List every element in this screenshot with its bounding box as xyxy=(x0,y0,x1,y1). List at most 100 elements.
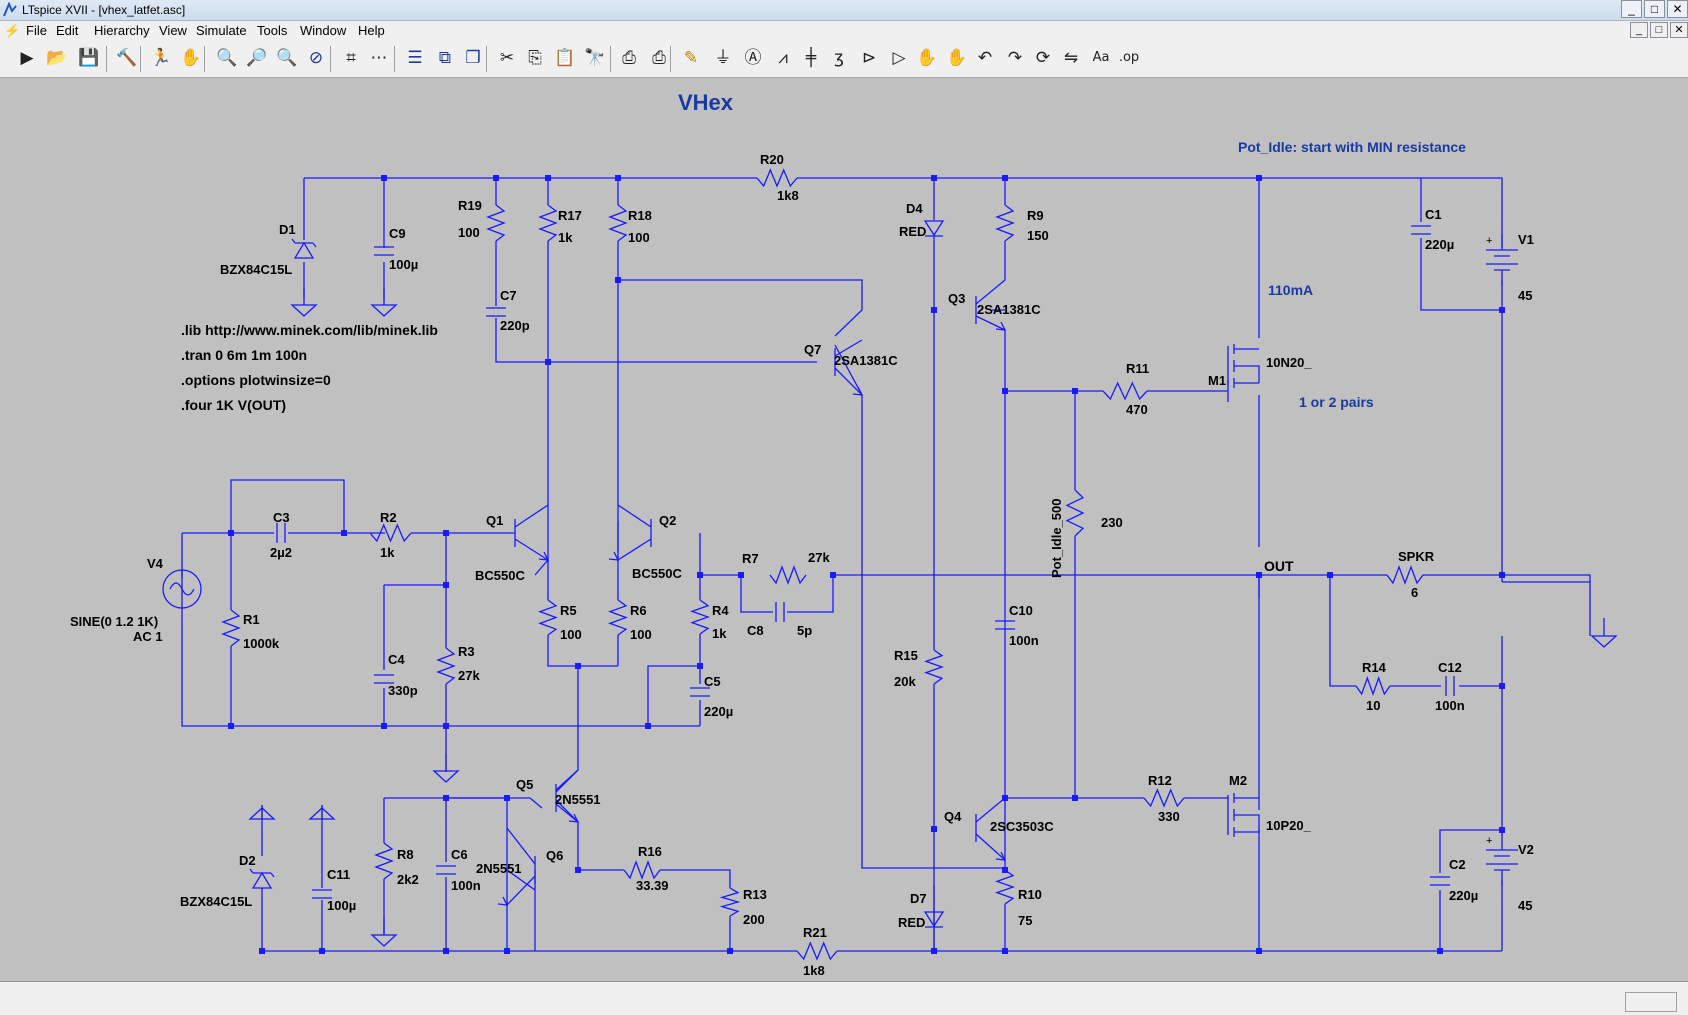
halt-icon[interactable]: 🏃 xyxy=(150,48,172,68)
m2-mosfet[interactable] xyxy=(1227,793,1260,837)
d7-led-diode[interactable] xyxy=(923,911,945,928)
mdi-close-button[interactable]: ✕ xyxy=(1670,22,1688,38)
q4-transistor[interactable] xyxy=(975,797,1007,861)
paste-icon[interactable]: 📋 xyxy=(554,48,576,68)
pot-idle-resistor[interactable] xyxy=(1065,489,1085,537)
print-icon[interactable]: ⎙ xyxy=(622,48,636,68)
c7-capacitor[interactable] xyxy=(486,307,506,317)
q3-transistor[interactable] xyxy=(975,279,1007,331)
resistor-icon[interactable]: ⩘ xyxy=(778,48,788,68)
d1-zener-diode[interactable] xyxy=(291,238,317,259)
v4-sine-source[interactable] xyxy=(162,569,202,609)
r15-resistor[interactable] xyxy=(924,649,944,685)
menu-window[interactable]: Window xyxy=(300,23,347,38)
c11-capacitor[interactable] xyxy=(312,889,332,899)
mirror-icon[interactable]: ⇋ xyxy=(1063,48,1079,68)
tile-horizontal-icon[interactable]: ☰ xyxy=(407,48,423,68)
c12-capacitor[interactable] xyxy=(1445,676,1455,696)
c9-capacitor[interactable] xyxy=(374,246,394,256)
m1-mosfet[interactable] xyxy=(1227,344,1260,388)
r10-resistor[interactable] xyxy=(995,869,1015,905)
q6-transistor[interactable] xyxy=(497,827,536,906)
q1-transistor[interactable] xyxy=(514,504,550,561)
r9-resistor[interactable] xyxy=(995,204,1015,242)
save-icon[interactable]: 💾 xyxy=(78,48,100,68)
r7-resistor[interactable] xyxy=(769,565,807,585)
r8-resistor[interactable] xyxy=(374,842,394,880)
r4-resistor[interactable] xyxy=(690,599,710,635)
q2-transistor[interactable] xyxy=(608,504,652,561)
d4-led-diode[interactable] xyxy=(923,220,945,237)
menu-view[interactable]: View xyxy=(159,23,187,38)
c8-capacitor[interactable] xyxy=(775,602,785,622)
c1-capacitor[interactable] xyxy=(1411,225,1431,235)
c2-capacitor[interactable] xyxy=(1430,876,1450,886)
v2-battery[interactable]: + xyxy=(1486,834,1518,886)
copy-icon[interactable]: ⎘ xyxy=(528,48,542,68)
c3-capacitor[interactable] xyxy=(276,523,286,543)
draw-wire-icon[interactable]: ✎ xyxy=(683,48,699,68)
r19-resistor[interactable] xyxy=(486,204,506,242)
redo-icon[interactable]: ↷ xyxy=(1007,48,1023,68)
maximize-button[interactable]: □ xyxy=(1644,0,1665,18)
mdi-minimize-button[interactable]: _ xyxy=(1630,22,1648,38)
r14-resistor[interactable] xyxy=(1355,676,1391,696)
minimize-button[interactable]: _ xyxy=(1621,0,1642,18)
pan-icon[interactable]: ✋ xyxy=(180,48,202,68)
c4-capacitor[interactable] xyxy=(374,674,394,684)
undo-icon[interactable]: ↶ xyxy=(977,48,993,68)
d2-zener-diode[interactable] xyxy=(249,868,275,889)
run-icon[interactable]: ▶ xyxy=(20,48,34,68)
menu-tools[interactable]: Tools xyxy=(257,23,288,38)
r13-resistor[interactable] xyxy=(719,887,741,917)
document-icon[interactable]: ⚡ xyxy=(4,23,21,38)
spkr-resistor[interactable] xyxy=(1386,565,1424,585)
open-icon[interactable]: 📂 xyxy=(46,48,68,68)
r12-resistor[interactable] xyxy=(1143,788,1185,808)
inductor-icon[interactable]: ʒ xyxy=(834,48,844,68)
q5-transistor[interactable] xyxy=(555,769,580,823)
cascade-icon[interactable]: ❐ xyxy=(465,48,481,68)
ground-icon[interactable]: ⏚ xyxy=(714,48,732,68)
r1-resistor[interactable] xyxy=(221,609,241,647)
r2-resistor[interactable] xyxy=(369,523,412,543)
control-panel-icon[interactable]: 🔨 xyxy=(116,48,138,68)
autorange-icon[interactable]: ⌗ xyxy=(346,48,356,68)
q7-transistor[interactable] xyxy=(834,339,864,396)
menu-simulate[interactable]: Simulate xyxy=(196,23,247,38)
capacitor-icon[interactable]: ╪ xyxy=(805,48,817,68)
menu-edit[interactable]: Edit xyxy=(56,23,79,38)
r6-resistor[interactable] xyxy=(608,599,628,636)
move-icon[interactable]: ✋ xyxy=(916,48,938,68)
menu-file[interactable]: File xyxy=(26,23,47,38)
r17-resistor[interactable] xyxy=(538,204,558,242)
zoom-area-icon[interactable]: 🔎 xyxy=(246,48,268,68)
component-icon[interactable]: ▷ xyxy=(892,48,906,68)
tile-vertical-icon[interactable]: ⧉ xyxy=(438,48,452,68)
c6-capacitor[interactable] xyxy=(436,865,456,875)
find-icon[interactable]: 🔭 xyxy=(584,48,606,68)
zoom-cancel-icon[interactable]: ⊘ xyxy=(308,48,324,68)
c5-capacitor[interactable] xyxy=(690,687,710,697)
spice-directive-icon[interactable]: .op xyxy=(1118,50,1140,65)
close-button[interactable]: ✕ xyxy=(1667,0,1688,18)
drag-icon[interactable]: ✋ xyxy=(946,48,968,68)
zoom-out-icon[interactable]: 🔍 xyxy=(276,48,298,68)
rotate-icon[interactable]: ⟳ xyxy=(1035,48,1051,68)
print-setup-icon[interactable]: ⎙ xyxy=(652,48,666,68)
menu-help[interactable]: Help xyxy=(358,23,385,38)
r3-resistor[interactable] xyxy=(436,647,456,685)
grid-icon[interactable]: ⋯ xyxy=(370,48,388,68)
text-icon[interactable]: Aa xyxy=(1092,50,1110,65)
c10-capacitor[interactable] xyxy=(995,620,1015,630)
r18-resistor[interactable] xyxy=(608,204,628,242)
cut-icon[interactable]: ✂ xyxy=(499,48,515,68)
menu-hierarchy[interactable]: Hierarchy xyxy=(94,23,150,38)
r11-resistor[interactable] xyxy=(1102,381,1148,401)
r5-resistor[interactable] xyxy=(538,599,558,636)
zoom-in-icon[interactable]: 🔍 xyxy=(216,48,238,68)
v1-battery[interactable]: + xyxy=(1486,234,1518,286)
r16-resistor[interactable] xyxy=(623,860,661,880)
label-net-icon[interactable]: Ⓐ xyxy=(744,48,762,68)
